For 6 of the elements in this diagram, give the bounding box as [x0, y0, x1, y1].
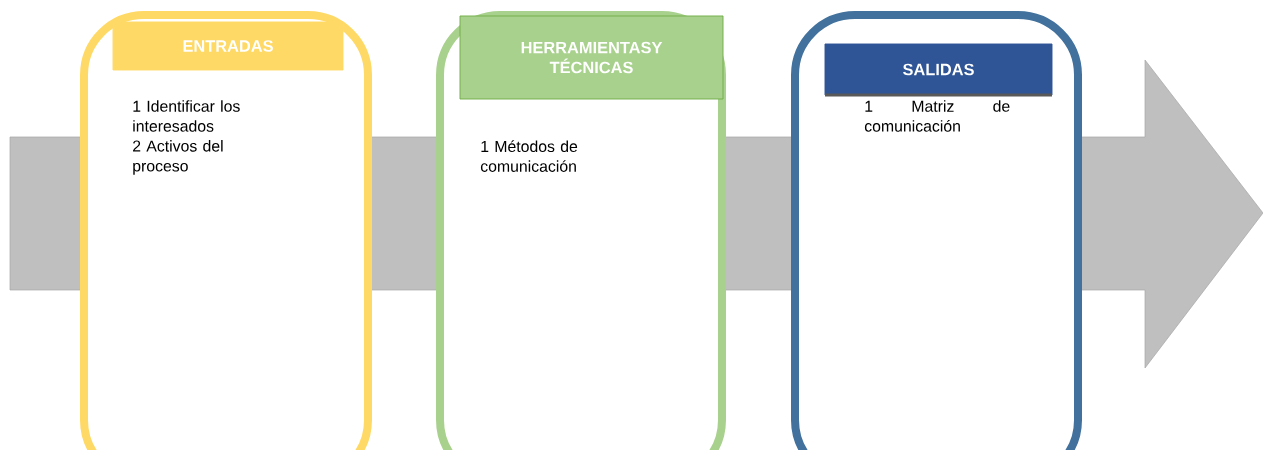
- list-text: 1 Matriz de comunicación: [864, 100, 1010, 132]
- header-band: SALIDAS: [824, 43, 1053, 97]
- header-band: ENTRADAS: [112, 21, 344, 71]
- list-text: 1 Métodos de comunicación: [480, 140, 578, 172]
- list-text: 1 Identificar los interesados 2 Activos del proceso: [133, 100, 240, 175]
- header-band: HERRAMIENTASY TÉCNICAS: [459, 15, 724, 100]
